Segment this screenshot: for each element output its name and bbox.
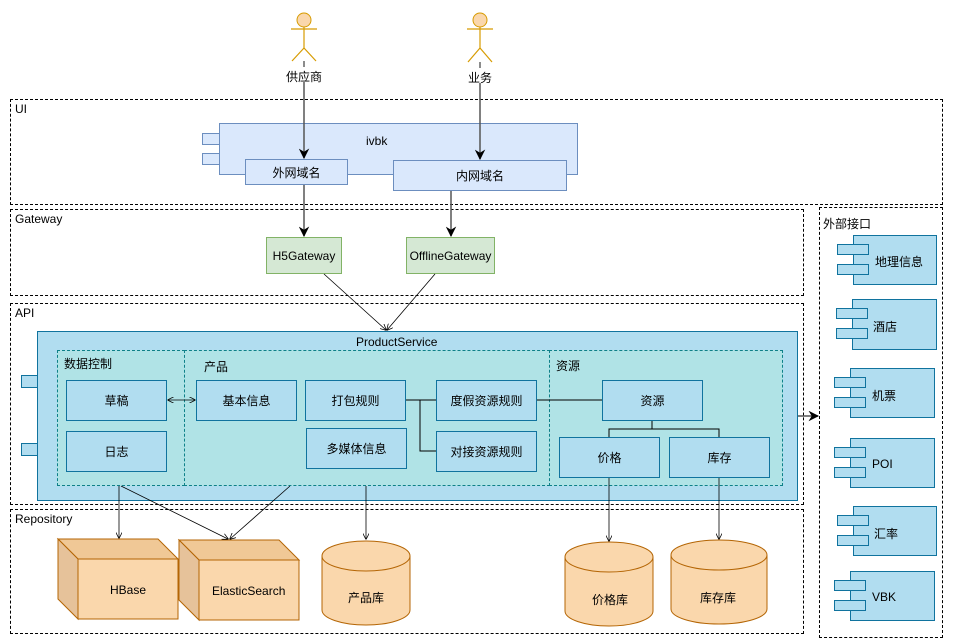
external-vbk-port-top xyxy=(834,580,866,591)
offline-gateway-label: OfflineGateway xyxy=(409,248,492,263)
offline-gateway-box[interactable]: OfflineGateway xyxy=(406,237,495,274)
external-flight-component[interactable] xyxy=(850,368,935,418)
external-poi-label: POI xyxy=(872,457,893,471)
external-exchange-port-bottom xyxy=(837,535,869,546)
external-domain-label: 外网域名 xyxy=(272,165,321,180)
external-exchange-port-top xyxy=(837,515,869,526)
price-label: 价格 xyxy=(597,451,622,465)
external-poi-component[interactable] xyxy=(850,438,935,488)
ivbk-label: ivbk xyxy=(366,134,388,148)
external-flight-label: 机票 xyxy=(872,389,897,403)
ui-layer-label: UI xyxy=(15,102,27,116)
external-exchange-component[interactable] xyxy=(853,506,937,556)
external-poi-port-bottom xyxy=(834,467,866,478)
external-vbk-port-bottom xyxy=(834,600,866,611)
h5-gateway-box[interactable]: H5Gateway xyxy=(266,237,342,274)
docking-resource-rule-box[interactable]: 对接资源规则 xyxy=(436,431,537,472)
actor-supplier-icon[interactable] xyxy=(291,12,317,62)
product-service-label: ProductService xyxy=(356,335,438,349)
basic-info-label: 基本信息 xyxy=(222,394,271,408)
docking-resource-rule-label: 对接资源规则 xyxy=(450,445,523,459)
external-flight-port-top xyxy=(834,377,866,388)
external-hotel-port-top xyxy=(836,308,868,319)
resource-label: 资源 xyxy=(640,394,665,408)
repository-layer-label: Repository xyxy=(15,512,73,526)
api-layer-label: API xyxy=(15,306,35,320)
external-geo-port-bottom xyxy=(837,264,869,275)
external-hotel-label: 酒店 xyxy=(873,320,898,334)
inventory-db-label: 库存库 xyxy=(700,591,737,605)
external-flight-port-bottom xyxy=(834,397,866,408)
log-label: 日志 xyxy=(104,445,129,459)
vacation-resource-rule-label: 度假资源规则 xyxy=(450,394,523,408)
media-info-box[interactable]: 多媒体信息 xyxy=(306,428,407,469)
basic-info-box[interactable]: 基本信息 xyxy=(196,380,297,421)
internal-domain-box[interactable]: 内网域名 xyxy=(393,160,567,191)
external-domain-box[interactable]: 外网域名 xyxy=(245,159,348,185)
data-control-title: 数据控制 xyxy=(64,357,113,371)
h5-gateway-label: H5Gateway xyxy=(272,248,336,263)
external-hotel-component[interactable] xyxy=(852,299,937,350)
external-hotel-port-bottom xyxy=(836,328,868,339)
price-db-label: 价格库 xyxy=(592,593,629,607)
elasticsearch-label: ElasticSearch xyxy=(212,584,286,598)
resource-box[interactable]: 资源 xyxy=(602,380,703,421)
internal-domain-label: 内网域名 xyxy=(455,169,504,183)
external-vbk-label: VBK xyxy=(872,590,897,604)
ui-layer: UI xyxy=(10,99,943,205)
inventory-label: 库存 xyxy=(707,451,732,465)
packaging-rule-box[interactable]: 打包规则 xyxy=(305,380,406,421)
resource-title: 资源 xyxy=(556,359,581,373)
external-layer: 外部接口 xyxy=(819,207,943,638)
product-db-label: 产品库 xyxy=(348,591,385,605)
actor-supplier-label: 供应商 xyxy=(286,68,323,85)
actor-business-label: 业务 xyxy=(468,69,493,86)
packaging-rule-label: 打包规则 xyxy=(331,394,380,408)
external-geo-label: 地理信息 xyxy=(875,255,924,269)
hbase-label: HBase xyxy=(110,583,147,597)
inventory-box[interactable]: 库存 xyxy=(669,437,770,478)
draft-label: 草稿 xyxy=(104,394,129,408)
external-vbk-component[interactable] xyxy=(850,571,935,621)
external-exchange-label: 汇率 xyxy=(874,527,899,541)
draft-box[interactable]: 草稿 xyxy=(66,380,167,421)
product-title: 产品 xyxy=(204,360,229,374)
external-geo-port-top xyxy=(837,244,869,255)
gateway-layer-label: Gateway xyxy=(15,212,63,226)
actor-business-icon[interactable] xyxy=(467,12,493,63)
repository-layer: Repository xyxy=(10,509,804,634)
external-layer-label: 外部接口 xyxy=(823,217,872,231)
vacation-resource-rule-box[interactable]: 度假资源规则 xyxy=(436,380,537,421)
media-info-label: 多媒体信息 xyxy=(326,442,387,456)
log-box[interactable]: 日志 xyxy=(66,431,167,472)
external-geo-component[interactable] xyxy=(853,235,937,285)
external-poi-port-top xyxy=(834,447,866,458)
price-box[interactable]: 价格 xyxy=(559,437,660,478)
